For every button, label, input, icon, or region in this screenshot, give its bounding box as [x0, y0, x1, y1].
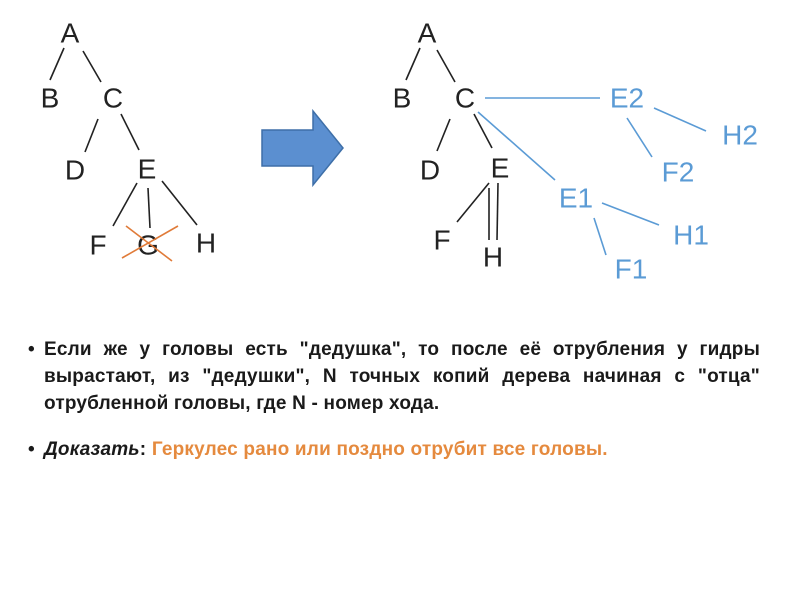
right-node-d: D — [420, 155, 440, 186]
left-node-f: F — [89, 230, 106, 261]
left-node-b: B — [41, 83, 60, 114]
rule-bullet: • Если же у головы есть "дедушка", то по… — [28, 336, 760, 417]
right-tree-edge — [436, 49, 456, 83]
left-tree-edge — [84, 118, 99, 153]
right-tree-edge — [456, 182, 490, 223]
copy-node-h1: H1 — [673, 220, 709, 251]
left-tree-edge — [120, 113, 140, 151]
left-node-e: E — [138, 154, 157, 185]
left-node-c: C — [103, 83, 123, 114]
right-tree-edge — [496, 182, 499, 241]
bullet-marker: • — [28, 339, 35, 360]
cut-cross-line — [121, 225, 179, 259]
right-node-a: A — [418, 18, 437, 49]
transform-arrow-icon — [261, 108, 344, 188]
cut-cross-line — [125, 225, 173, 262]
copy-node-e1: E1 — [559, 183, 593, 214]
left-node-g: G — [137, 230, 159, 261]
right-node-h: H — [483, 242, 503, 273]
left-node-h: H — [196, 228, 216, 259]
copy-edge — [477, 111, 556, 181]
copy-node-f2: F2 — [662, 157, 695, 188]
left-tree-edge — [147, 187, 151, 229]
copy-node-e2: E2 — [610, 83, 644, 114]
right-tree-edge — [436, 118, 451, 152]
task-bullet: • Доказать: Геркулес рано или поздно отр… — [28, 436, 760, 463]
bullet-marker: • — [28, 439, 35, 460]
left-tree-edge — [112, 182, 138, 227]
left-tree-edge — [82, 50, 102, 83]
copy-edge — [626, 117, 653, 158]
right-tree-edge — [473, 113, 493, 149]
task-separator: : — [139, 439, 152, 460]
copy-edge — [601, 202, 660, 226]
left-tree-edge — [49, 47, 65, 81]
right-tree-edge — [405, 47, 421, 81]
left-node-a: A — [61, 18, 80, 49]
right-node-e: E — [491, 153, 510, 184]
copy-edge — [653, 107, 707, 132]
copy-edge — [593, 217, 607, 256]
right-node-f: F — [433, 225, 450, 256]
right-node-c: C — [455, 83, 475, 114]
rule-text: Если же у головы есть "дедушка", то посл… — [44, 339, 760, 414]
task-text: Геркулес рано или поздно отрубит все гол… — [151, 439, 608, 460]
left-tree-edge — [161, 180, 198, 226]
copy-node-f1: F1 — [615, 254, 648, 285]
copy-node-h2: H2 — [722, 120, 758, 151]
left-node-d: D — [65, 155, 85, 186]
right-node-b: B — [393, 83, 412, 114]
task-lead: Доказать — [44, 439, 140, 460]
